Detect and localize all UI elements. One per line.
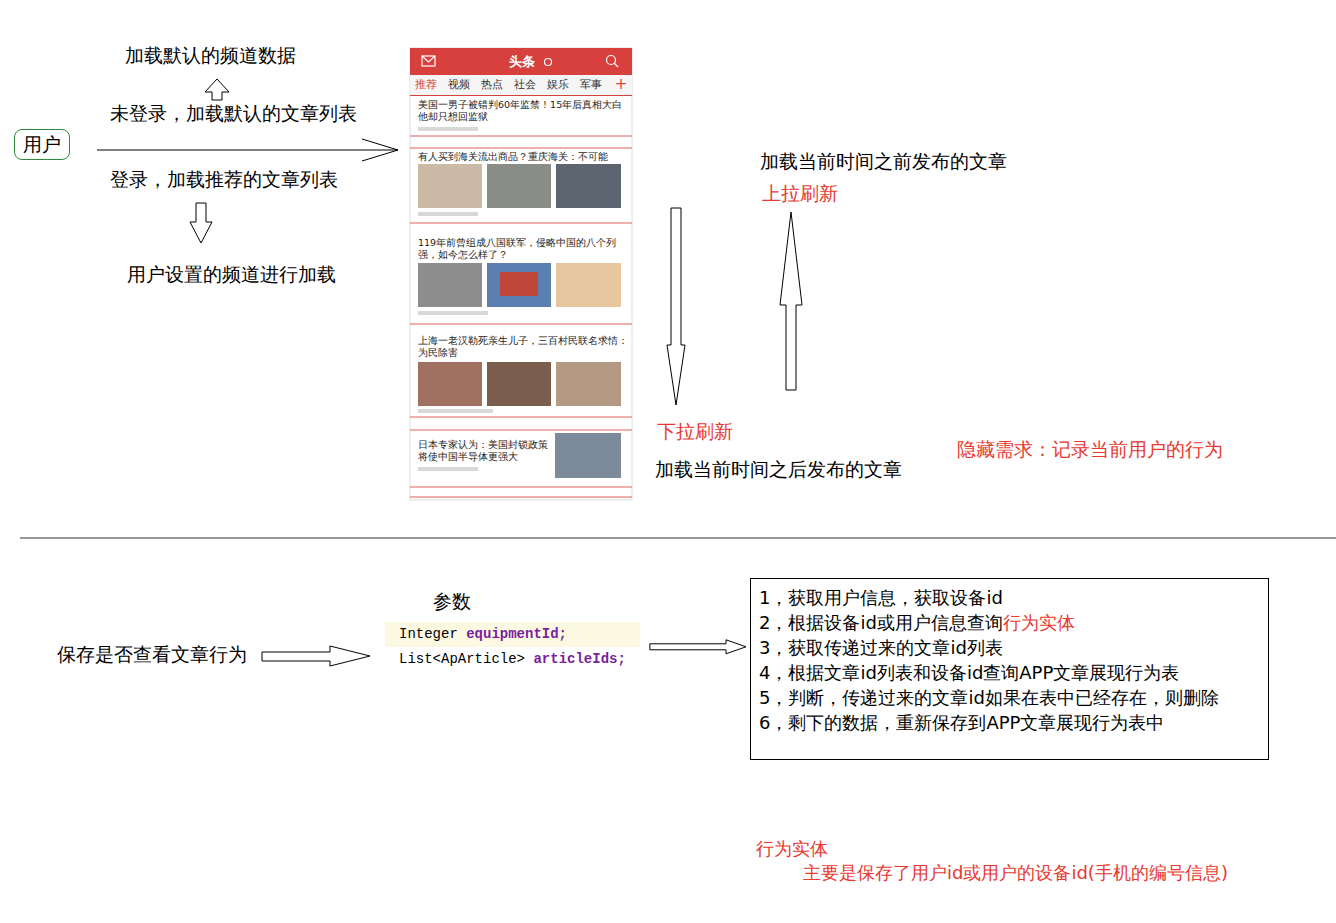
hollow-right-arrow (262, 646, 370, 666)
meta-bar (418, 311, 488, 315)
thumbnail (418, 164, 482, 208)
divider-line (20, 538, 1336, 539)
hollow-up-arrow (780, 212, 802, 390)
step-text: 5，判断，传递过来的文章id如果在表中已经存在，则删除 (759, 687, 1219, 708)
note-text: 用户设置的频道进行加载 (127, 263, 336, 286)
separator (410, 136, 632, 137)
search-icon (614, 63, 618, 67)
hollow-down-arrow (667, 208, 685, 405)
text-line: 6，剩下的数据，重新保存到APP文章展现行为表中 (759, 710, 1260, 735)
text-line: 1，获取用户信息，获取设备id (759, 585, 1260, 610)
headline: 上海一老汉勒死亲生儿子，三百村民联名求情：为民除害 (418, 335, 628, 359)
thumbnail (555, 433, 621, 478)
text-line: 2，根据设备id或用户信息查询行为实体 (759, 610, 1260, 635)
open-arrowhead (362, 139, 398, 161)
meta-bar (418, 212, 478, 216)
mail-icon (422, 56, 435, 62)
meta-bar (418, 409, 493, 413)
thumbnail (487, 263, 551, 307)
actor-box: 用户 (14, 129, 70, 160)
meta-bar (418, 467, 478, 471)
separator (410, 487, 632, 488)
tab-label: 军事 (580, 78, 602, 91)
code-text: List<ApArticle> (399, 651, 525, 667)
phone-screen (410, 48, 632, 500)
tab-label: 热点 (481, 78, 503, 91)
refresh-icon (545, 59, 552, 66)
note-text: 保存是否查看文章行为 (57, 643, 247, 666)
step-text: 1，获取用户信息，获取设备id (759, 587, 1003, 608)
tab-label: 社会 (514, 78, 536, 91)
headline: 有人买到海关流出商品？重庆海关：不可能 (418, 151, 628, 163)
code-text: equipmentId; (466, 626, 567, 642)
step-text: 3，获取传递过来的文章id列表 (759, 637, 1003, 658)
text-line: Integer equipmentId; (385, 622, 640, 647)
thumbnail (487, 164, 551, 208)
text-line: 4，根据文章id列表和设备id查询APP文章展现行为表 (759, 660, 1260, 685)
parameter-block: 参数 Integer equipmentId; List<ApArticle> arti… (385, 590, 640, 672)
actor-name: 用户 (23, 133, 61, 155)
note-heading: 行为实体 (756, 838, 828, 860)
thumbnail (556, 263, 621, 307)
note-text: 登录，加载推荐的文章列表 (110, 168, 338, 191)
headline: 日本专家认为：美国封锁政策将使中国半导体更强大 (418, 439, 550, 463)
thumbnail (556, 164, 621, 208)
thumbnail (418, 362, 482, 406)
step-text: 行为实体 (1003, 612, 1075, 633)
headline: 美国一男子被错判60年监禁！15年后真相大白 他却只想回监狱 (418, 99, 628, 123)
hidden-requirement: 隐藏需求：记录当前用户的行为 (957, 438, 1223, 461)
app-title: 头条 (509, 54, 535, 70)
step-text: 6，剩下的数据，重新保存到APP文章展现行为表中 (759, 712, 1164, 733)
separator (410, 430, 632, 431)
tab-label: 娱乐 (547, 78, 569, 91)
step-text: 2，根据设备id或用户信息查询 (759, 612, 1003, 633)
tab-label: 推荐 (415, 78, 437, 91)
text-line: 用户 (23, 133, 61, 156)
text-line: 5，判断，传递过来的文章id如果在表中已经存在，则删除 (759, 685, 1260, 710)
hollow-up-arrow (205, 79, 229, 100)
hollow-down-arrow (190, 203, 212, 243)
flow-arrow (650, 640, 746, 654)
flow-line (97, 150, 398, 151)
separator (410, 95, 632, 96)
mail-icon (422, 56, 435, 66)
note-text: 加载当前时间之前发布的文章 (760, 150, 1007, 173)
separator (410, 417, 632, 418)
code-text: articleIds; (533, 651, 625, 667)
headline: 119年前曾组成八国联军，侵略中国的八个列强，如今怎么样了？ (418, 237, 628, 261)
separator (410, 148, 632, 149)
add-tab: + (615, 75, 628, 93)
step-list-box: 1，获取用户信息，获取设备id2，根据设备id或用户信息查询行为实体3，获取传递… (750, 578, 1269, 760)
action-label: 下拉刷新 (657, 420, 733, 443)
step-text: 4，根据文章id列表和设备id查询APP文章展现行为表 (759, 662, 1179, 683)
thumbnail (500, 272, 538, 296)
thumbnail (556, 362, 621, 406)
separator (410, 324, 632, 325)
code-text: Integer (399, 626, 458, 642)
tab-bar (410, 75, 632, 95)
text-line: List<ApArticle> articleIds; (385, 647, 640, 672)
text-line: 参数 (385, 590, 640, 613)
tab-label: 视频 (448, 78, 470, 91)
code-text: 参数 (433, 590, 471, 612)
meta-bar (418, 127, 478, 131)
app-header (410, 48, 632, 75)
text-line: 3，获取传递过来的文章id列表 (759, 635, 1260, 660)
note-text: 加载当前时间之后发布的文章 (655, 458, 902, 481)
note-text: 加载默认的频道数据 (125, 44, 296, 67)
thumbnail (418, 263, 482, 307)
thumbnail (487, 362, 551, 406)
action-label: 上拉刷新 (762, 182, 838, 205)
note-text: 未登录，加载默认的文章列表 (110, 102, 357, 125)
note-text: 主要是保存了用户id或用户的设备id(手机的编号信息) (803, 862, 1228, 884)
separator (410, 497, 632, 498)
separator (410, 223, 632, 224)
